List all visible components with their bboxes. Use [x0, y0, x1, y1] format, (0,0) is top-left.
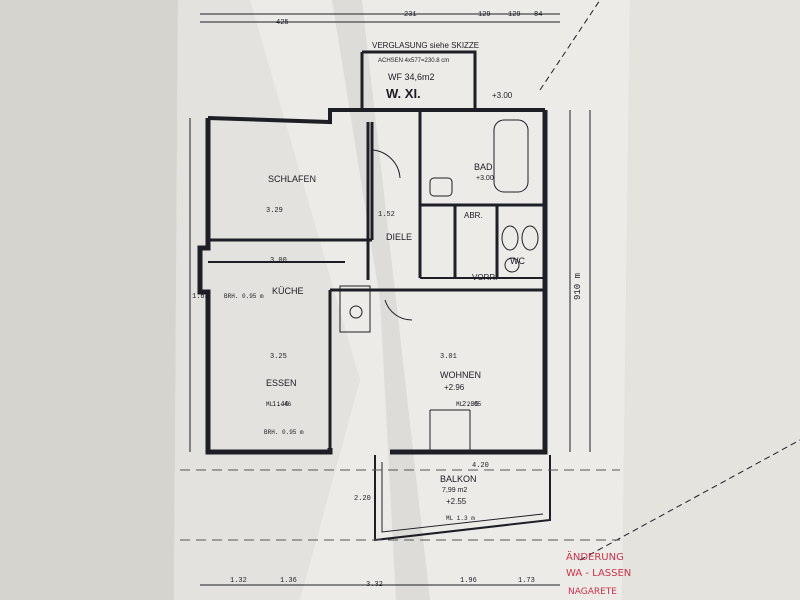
dimension-label: 425 [276, 19, 289, 27]
exterior-wall-right [390, 110, 548, 455]
room-label-vorr: VORR. [472, 273, 497, 282]
room-label-essen: ESSEN [266, 378, 297, 388]
dimension-label: 1.32 [230, 577, 247, 585]
dimension-label-right: 910 m [573, 273, 583, 300]
dimension-label: 129 [478, 11, 491, 19]
dimension-line-top [200, 13, 560, 23]
dimension-line-right [569, 110, 591, 452]
interior-wall [328, 288, 545, 448]
dimension-label: 2.20 [354, 495, 371, 503]
unit-area: WF 34,6m2 [388, 72, 435, 82]
level-bad: +3.00 [476, 175, 494, 182]
balkon-area: 7,99 m2 [442, 487, 467, 494]
brh-note: BRH. 0.95 m [224, 293, 264, 300]
dimension-label: 2.05 [462, 401, 479, 409]
balcony-outline [374, 455, 551, 542]
handwritten-note: NAGARETE [568, 587, 617, 597]
level-wohnen: +2.96 [444, 383, 465, 392]
ml-note: ML 1.46 [266, 401, 292, 408]
interior-wall [418, 110, 545, 278]
interior-wall [208, 122, 374, 280]
washbasin [429, 177, 453, 197]
handwritten-note: ÄNDERUNG [566, 550, 624, 563]
balcony-door [429, 409, 471, 452]
dimension-label: 1.73 [518, 577, 535, 585]
toilet [521, 225, 539, 251]
sink [504, 257, 520, 273]
toilet [501, 225, 519, 251]
room-label-diele: DIELE [386, 232, 412, 242]
dimension-label: 3.25 [270, 353, 287, 361]
dimension-label: 3.29 [266, 207, 283, 215]
bathtub [493, 119, 529, 193]
dimension-label: 1.46 [272, 401, 289, 409]
dimension-label: 84 [534, 11, 542, 19]
level-marker-top: +3.00 [492, 91, 513, 100]
exterior-wall-top [207, 108, 545, 125]
glazing-note: VERGLASUNG siehe SKIZZE [372, 41, 479, 50]
room-label-abr: ABR. [464, 211, 483, 220]
room-label-balkon: BALKON [440, 474, 477, 484]
dimension-label: 1.52 [378, 211, 395, 219]
room-label-bad: BAD [474, 162, 493, 172]
brh-note: BRH. 0.95 m [264, 429, 304, 436]
unit-number: W. XI. [386, 86, 421, 101]
balcony-rail [381, 462, 544, 533]
room-label-wohnen: WOHNEN [440, 370, 481, 380]
dimension-label: 1.63 [192, 293, 209, 301]
paper-edge-right [622, 0, 800, 600]
dimension-label: 1.36 [280, 577, 297, 585]
dimension-label: 3.32 [366, 581, 383, 589]
door-swing [371, 149, 401, 179]
handwritten-note: WA - LASSEN [566, 568, 631, 579]
dimension-label: 129 [508, 11, 521, 19]
room-label-kueche: KÜCHE [272, 286, 304, 296]
dimension-label: 3.00 [270, 257, 287, 265]
door-swing [384, 299, 413, 321]
level-balkon: +2.55 [446, 497, 467, 506]
exterior-wall [197, 118, 333, 455]
room-label-schlafen: SCHLAFEN [268, 174, 316, 184]
kitchen-counter [339, 285, 371, 333]
ml-note: ML 2.05 [456, 401, 482, 408]
dimension-label: 4.20 [472, 462, 489, 470]
ml-note: ML 1.3 m [446, 515, 475, 522]
bay-wall [360, 50, 477, 110]
dimension-label: 231 [404, 11, 417, 19]
grid-line [180, 469, 620, 541]
dimension-label: 3.01 [440, 353, 457, 361]
dimension-label: 1.96 [460, 577, 477, 585]
axis-note: ACHSEN 4x577=230.8 cm [378, 58, 449, 64]
stove-burner [349, 305, 363, 319]
room-label-wc: WC [510, 256, 525, 266]
